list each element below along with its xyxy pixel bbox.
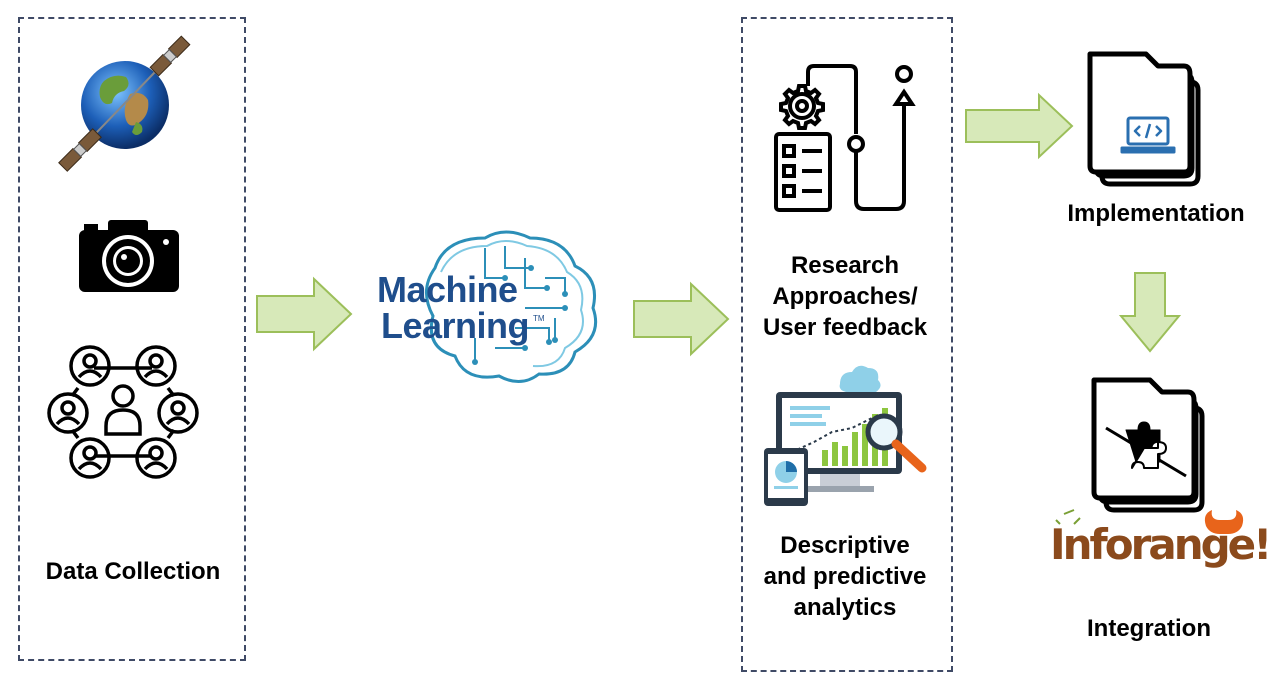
data-collection-label: Data Collection xyxy=(45,558,221,585)
flow-arrow-right xyxy=(256,276,353,352)
analytics-label: Descriptive and predictive analytics xyxy=(763,532,927,621)
flow-arrow-right xyxy=(633,281,730,357)
analytics-dashboard-icon xyxy=(762,362,934,510)
flow-arrow-right xyxy=(965,92,1074,160)
ml-logo-trademark: TM xyxy=(533,314,545,323)
ml-logo-line1: Machine xyxy=(377,269,518,310)
implementation-label: Implementation xyxy=(1067,200,1245,227)
people-network-icon xyxy=(46,344,200,480)
code-folder-icon xyxy=(1087,51,1210,188)
inforange-logo: Inforange! xyxy=(1046,509,1272,580)
camera-icon xyxy=(78,218,180,293)
puzzle-folder-icon xyxy=(1091,377,1214,514)
gear-checklist-flow-icon xyxy=(768,62,920,214)
data-collection-box xyxy=(18,17,246,661)
integration-label: Integration xyxy=(1087,615,1211,642)
flow-arrow-down xyxy=(1118,272,1182,353)
research-label: Research Approaches/ User feedback xyxy=(762,252,928,341)
inforange-logo-text: Inforange! xyxy=(1050,520,1272,569)
satellite-earth-icon xyxy=(52,35,197,176)
brain-circuit-icon: Machine Learning TM xyxy=(375,228,605,386)
analysis-box xyxy=(741,17,953,672)
ml-logo-line2: Learning xyxy=(381,305,530,346)
